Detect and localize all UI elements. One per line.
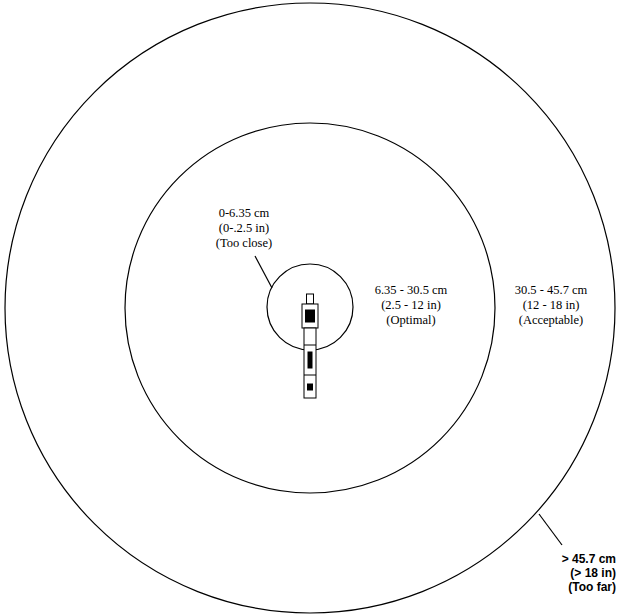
range-label: (Acceptable) (518, 313, 585, 328)
range-label: 6.35 - 30.5 cm (374, 283, 449, 298)
range-label: (0-.2.5 in) (218, 221, 270, 236)
outer-range-circle (5, 3, 615, 613)
probe-icon (302, 294, 318, 398)
range-label: (Too far) (567, 580, 617, 594)
range-label: (12 - 18 in) (522, 298, 581, 313)
range-label: > 45.7 cm (561, 552, 617, 566)
range-label: (Optimal) (385, 313, 436, 328)
range-label: (Too close) (215, 236, 273, 251)
leader-line (255, 256, 272, 288)
range-label: (2.5 - 12 in) (380, 298, 442, 313)
range-label: (> 18 in) (569, 566, 617, 580)
range-label: 30.5 - 45.7 cm (514, 283, 589, 298)
leader-line (539, 514, 562, 545)
range-label: 0-6.35 cm (218, 206, 271, 221)
middle-range-circle (125, 123, 495, 493)
